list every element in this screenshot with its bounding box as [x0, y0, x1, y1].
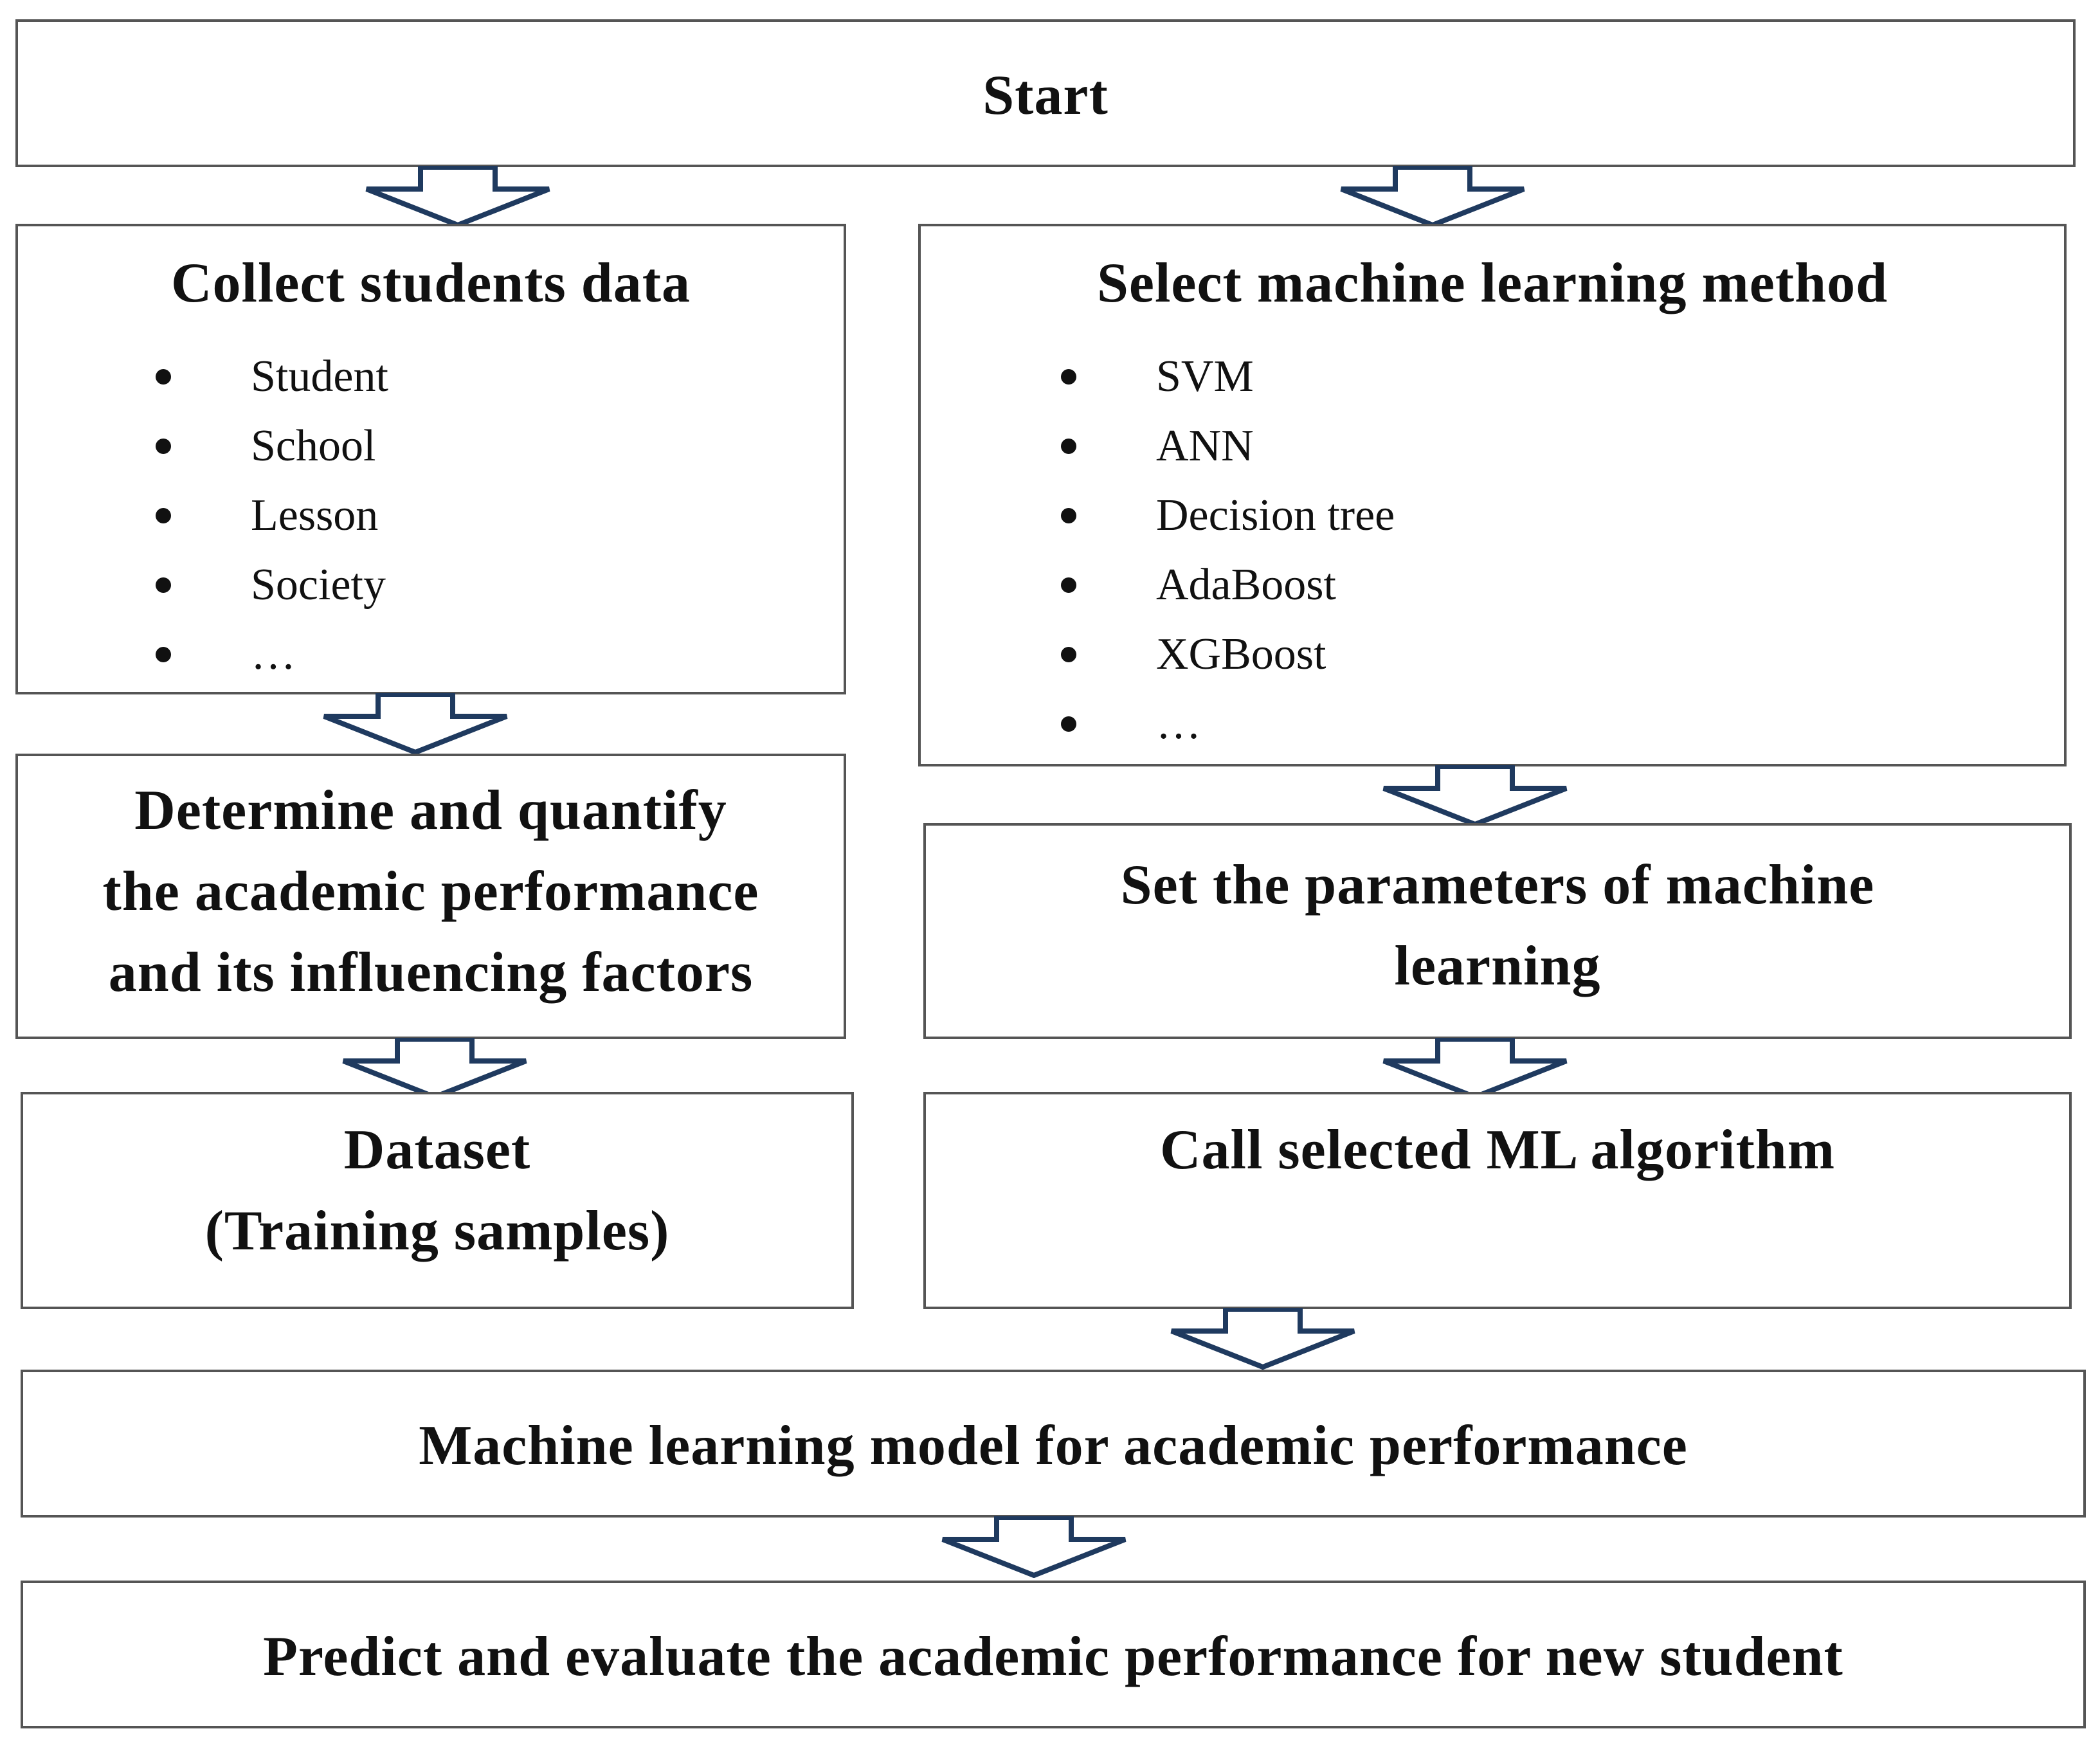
arrow-select-to-params: [1379, 765, 1571, 827]
bullet-dot-icon: [156, 369, 171, 385]
bullet-dot-icon: [1061, 439, 1076, 454]
call-algorithm-title: Call selected ML algorithm: [1159, 1119, 1836, 1181]
bullet-dot-icon: [156, 439, 171, 454]
bullet-dot-icon: [1061, 647, 1076, 662]
dataset-line-1: Dataset: [343, 1119, 531, 1181]
determine-line-1: Determine and quantify: [134, 779, 727, 842]
bullet-dot-icon: [156, 508, 171, 523]
set-params-title: Set the parameters of machine learning: [926, 845, 2069, 1007]
bullet-dot-icon: [1061, 577, 1076, 593]
set-params-box: Set the parameters of machine learning: [923, 823, 2072, 1039]
bullet-dot-icon: [1061, 508, 1076, 523]
bullet-dot-icon: [156, 647, 171, 662]
arrow-determine-to-dataset: [338, 1038, 531, 1100]
determine-title: Determine and quantify the academic perf…: [18, 770, 844, 1013]
down-arrow-icon: [323, 693, 508, 755]
down-arrow-icon: [342, 1038, 527, 1100]
down-arrow-icon: [1382, 1038, 1568, 1100]
model-title: Machine learning model for academic perf…: [419, 1415, 1688, 1477]
bullet-dot-icon: [156, 577, 171, 593]
dataset-line-2: (Training samples): [204, 1200, 670, 1262]
predict-box: Predict and evaluate the academic perfor…: [21, 1581, 2086, 1728]
select-method-box: Select machine learning method SVM ANN D…: [918, 224, 2067, 766]
bullet-dot-icon: [1061, 369, 1076, 385]
bullet-dot-icon: [1061, 716, 1076, 732]
down-arrow-icon: [941, 1516, 1127, 1578]
arrow-start-to-select: [1336, 166, 1529, 228]
down-arrow-icon: [1340, 166, 1525, 228]
down-arrow-icon: [1382, 765, 1568, 827]
start-label: Start: [982, 64, 1109, 127]
start-box: Start: [15, 19, 2076, 167]
set-params-line-2: learning: [1394, 935, 1601, 997]
arrow-collect-to-determine: [319, 693, 512, 755]
determine-line-3: and its influencing factors: [108, 941, 754, 1004]
select-method-title: Select machine learning method: [1096, 252, 1888, 314]
down-arrow-icon: [1170, 1308, 1355, 1370]
collect-data-box: Collect students data Student School Les…: [15, 224, 846, 694]
model-box: Machine learning model for academic perf…: [21, 1370, 2086, 1518]
arrow-params-to-call: [1379, 1038, 1571, 1100]
dataset-title: Dataset (Training samples): [23, 1110, 851, 1272]
arrow-start-to-collect: [361, 166, 554, 228]
determine-line-2: the academic performance: [102, 860, 759, 923]
arrow-model-to-predict: [937, 1516, 1130, 1578]
collect-data-title: Collect students data: [170, 252, 691, 314]
set-params-line-1: Set the parameters of machine: [1120, 854, 1875, 916]
arrow-call-to-model: [1166, 1308, 1359, 1370]
predict-title: Predict and evaluate the academic perfor…: [263, 1626, 1843, 1688]
call-algorithm-box: Call selected ML algorithm: [923, 1092, 2072, 1309]
dataset-box: Dataset (Training samples): [21, 1092, 854, 1309]
down-arrow-icon: [365, 166, 550, 228]
determine-box: Determine and quantify the academic perf…: [15, 754, 846, 1039]
